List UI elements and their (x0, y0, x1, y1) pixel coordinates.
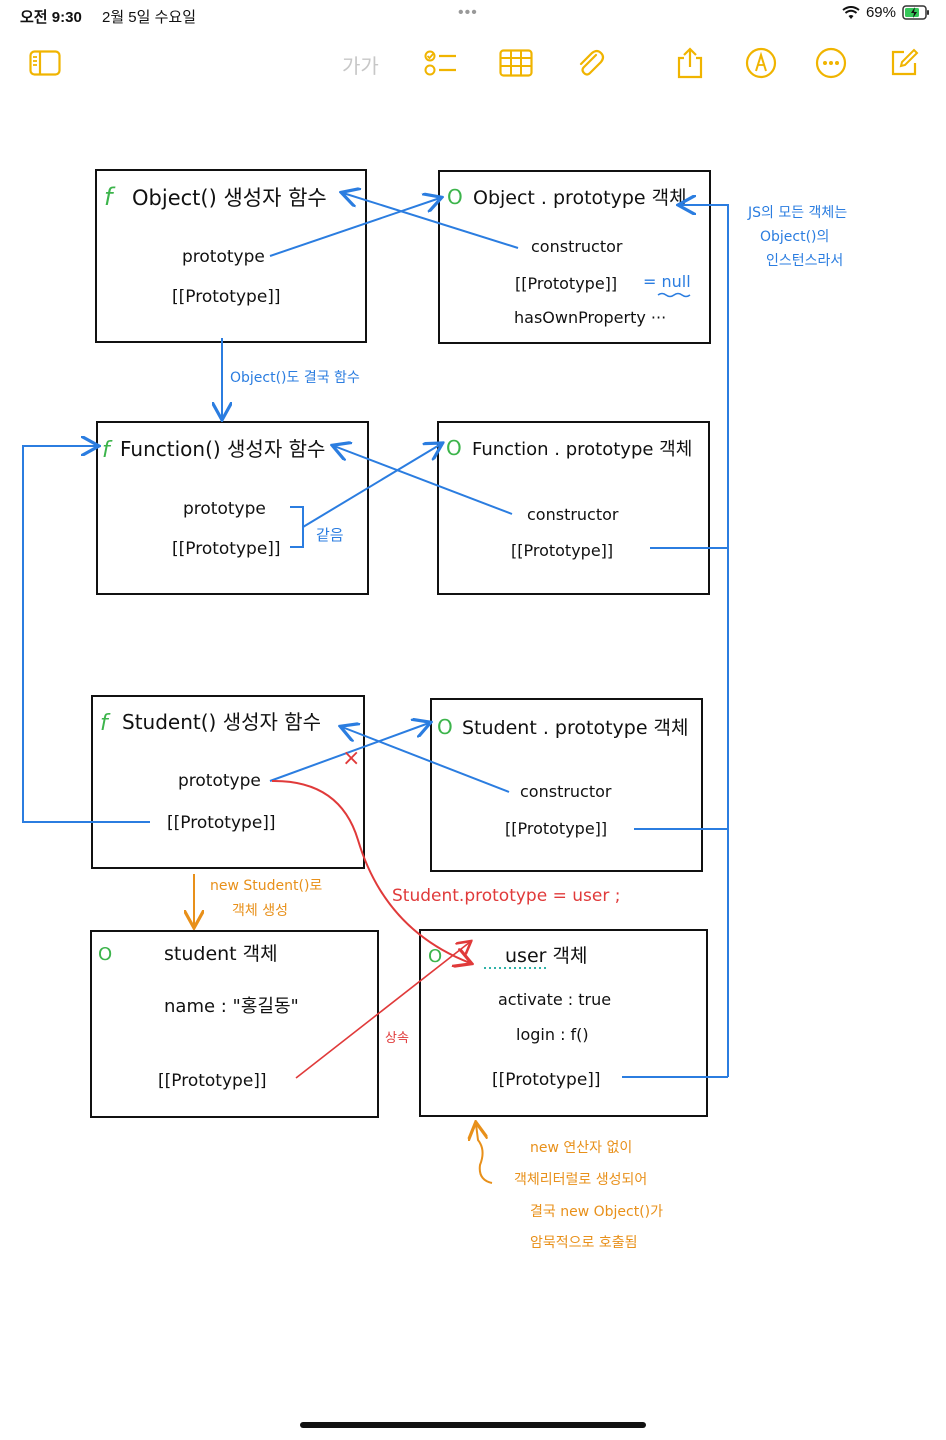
function-proto-title: Function . prototype 객체 (472, 439, 692, 460)
cross-mark: × (342, 746, 360, 771)
arrow-literal-note (476, 1124, 493, 1184)
function-proto-box (437, 421, 710, 595)
share-button[interactable] (673, 46, 707, 80)
arrow-function-prototype (302, 444, 441, 528)
text-format-button[interactable]: 가가 (342, 54, 379, 78)
wifi-icon (842, 5, 860, 20)
new-note-button[interactable] (887, 46, 921, 80)
sidebar-icon (29, 50, 61, 76)
arrow-object-prototype (269, 198, 440, 257)
object-proto-box (438, 170, 711, 344)
js-all-objects-line1: JS의 모든 객체는 (747, 205, 847, 221)
function-ctor-prototype: prototype (183, 499, 266, 519)
new-student-line2: 객체 생성 (232, 903, 288, 919)
literal-note-line2: 객체리터럴로 생성되어 (514, 1172, 647, 1188)
literal-note-line4: 암묵적으로 호출됨 (530, 1235, 638, 1251)
literal-note-line1: new 연산자 없이 (530, 1140, 632, 1156)
share-icon (675, 47, 705, 79)
object-proto-proto-slot: [[Prototype]] (515, 274, 617, 293)
student-obj-title: student 객체 (164, 943, 278, 965)
student-ctor-proto-slot: [[Prototype]] (167, 813, 276, 833)
student-ctor-box (91, 695, 365, 869)
function-ctor-marker: f (102, 438, 113, 463)
object-ctor-proto-slot: [[Prototype]] (172, 287, 281, 307)
object-proto-null: = null (643, 272, 691, 291)
student-proto-box (430, 698, 703, 872)
status-time: 오전 9:30 (20, 9, 82, 26)
function-proto-proto-slot: [[Prototype]] (511, 541, 613, 560)
status-date: 2월 5일 수요일 (102, 9, 197, 26)
prototype-chain-diagram: f Object() 생성자 함수 prototype [[Prototype]… (22, 169, 847, 1251)
function-proto-marker: O (446, 436, 462, 460)
literal-note-line3: 결국 new Object()가 (530, 1204, 663, 1220)
user-obj-marker: O (428, 946, 442, 967)
battery-charging-icon (902, 5, 930, 20)
same-note: 같음 (316, 526, 344, 544)
user-obj-proto-slot: [[Prototype]] (492, 1070, 601, 1090)
null-underline (657, 292, 691, 298)
markup-button[interactable] (744, 46, 778, 80)
function-ctor-title: Function() 생성자 함수 (120, 437, 325, 461)
student-obj-box (90, 930, 379, 1118)
object-ctor-marker: f (104, 183, 116, 211)
checklist-button[interactable] (424, 46, 458, 80)
student-proto-proto-slot: [[Prototype]] (505, 819, 607, 838)
assignment-note: Student.prototype = user ; (392, 886, 620, 906)
student-obj-marker: O (98, 944, 112, 965)
arrow-object-constructor (343, 193, 519, 249)
checklist-icon (424, 48, 458, 78)
arrow-bus-to-object-proto (680, 205, 729, 1077)
object-proto-hasown: hasOwnProperty ··· (514, 308, 666, 327)
status-indicators: 69% (842, 4, 930, 21)
arrow-prototype-to-user (271, 779, 470, 963)
object-proto-marker: O (447, 185, 463, 209)
function-proto-constructor: constructor (527, 505, 619, 524)
student-ctor-marker: f (100, 711, 111, 736)
battery-percent: 69% (865, 4, 896, 21)
table-button[interactable] (499, 46, 533, 80)
arrow-function-constructor (334, 446, 513, 515)
arrow-student-inherit (295, 942, 470, 1079)
object-ctor-box (95, 169, 367, 343)
multitasking-dots[interactable]: ••• (458, 4, 478, 21)
note-canvas[interactable]: f Object() 생성자 함수 prototype [[Prototype]… (0, 100, 946, 1390)
compose-icon (888, 47, 920, 79)
sidebar-toggle-button[interactable] (28, 46, 62, 80)
object-ctor-prototype: prototype (182, 247, 265, 267)
js-all-objects-line3: 인스턴스라서 (766, 253, 843, 269)
user-obj-title: user 객체 (505, 945, 587, 967)
more-icon (815, 47, 847, 79)
inherit-note: 상속 (385, 1031, 409, 1046)
student-proto-constructor: constructor (520, 782, 612, 801)
markup-pen-icon (745, 47, 777, 79)
student-obj-proto-slot: [[Prototype]] (158, 1071, 267, 1091)
student-ctor-prototype: prototype (178, 771, 261, 791)
attachment-button[interactable] (573, 46, 607, 80)
object-fn-note: Object()도 결국 함수 (230, 370, 360, 386)
arrow-student-to-function (22, 446, 150, 823)
user-obj-box (419, 929, 708, 1117)
object-proto-constructor: constructor (531, 237, 623, 256)
home-indicator[interactable] (300, 1422, 646, 1428)
same-bracket (290, 506, 304, 548)
object-ctor-title: Object() 생성자 함수 (132, 186, 327, 210)
new-student-line1: new Student()로 (210, 878, 322, 894)
table-icon (499, 49, 533, 77)
more-options-button[interactable] (814, 46, 848, 80)
function-ctor-proto-slot: [[Prototype]] (172, 539, 281, 559)
student-proto-title: Student . prototype 객체 (462, 717, 689, 739)
notes-toolbar: 가가 (0, 40, 946, 88)
status-bar: 오전 9:30 2월 5일 수요일 ••• 69% (0, 0, 946, 32)
student-ctor-title: Student() 생성자 함수 (122, 710, 321, 734)
student-proto-marker: O (437, 715, 453, 739)
attachment-icon (574, 47, 606, 79)
function-ctor-box (96, 421, 369, 595)
student-obj-name: name : "홍길동" (164, 996, 299, 1017)
user-obj-login: login : f() (516, 1025, 589, 1044)
object-proto-title: Object . prototype 객체 (473, 187, 687, 209)
user-obj-activate: activate : true (498, 990, 611, 1009)
arrow-student-constructor (342, 727, 510, 793)
js-all-objects-line2: Object()의 (760, 229, 829, 245)
arrow-student-prototype (269, 723, 429, 782)
